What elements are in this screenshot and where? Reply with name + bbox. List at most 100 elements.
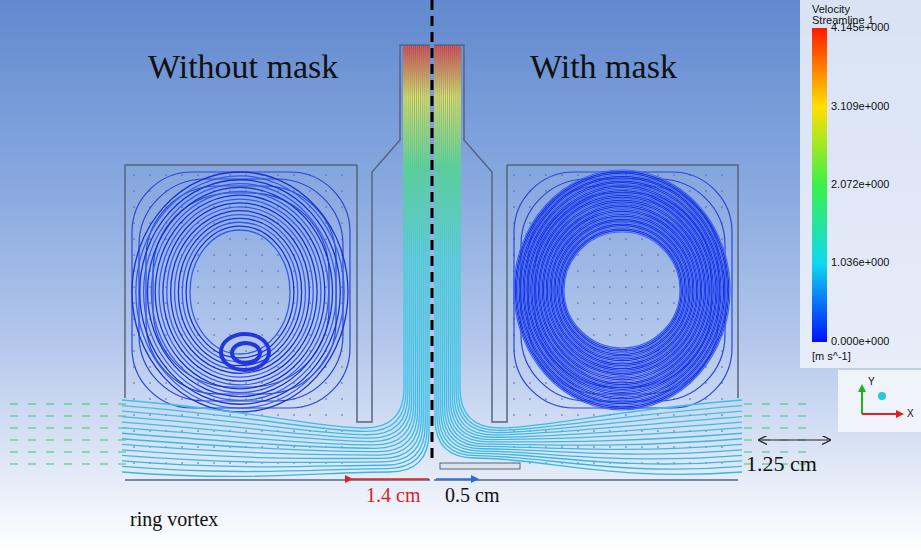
streamline	[517, 173, 728, 407]
vector-dot	[277, 286, 279, 288]
streamline	[558, 224, 687, 356]
streamline	[163, 203, 317, 381]
vector-dot	[561, 174, 563, 176]
streamline	[122, 45, 414, 445]
vector-dot	[545, 398, 547, 400]
streamline	[175, 215, 306, 370]
vector-dot	[133, 430, 135, 432]
streamline	[447, 45, 742, 445]
vector-dot	[657, 174, 659, 176]
streamline	[186, 226, 294, 358]
vector-dot	[577, 286, 579, 288]
streamline	[559, 226, 685, 355]
vector-dot	[689, 398, 691, 400]
vector-dot	[197, 382, 199, 384]
vector-dot	[277, 318, 279, 320]
vector-dot	[197, 302, 199, 304]
vector-dot	[197, 270, 199, 272]
streamline	[563, 230, 682, 349]
vector-dot	[261, 270, 263, 272]
vector-dot	[545, 190, 547, 192]
streamline	[136, 176, 344, 408]
streamline	[533, 194, 711, 386]
streamline	[536, 197, 708, 383]
vector-dot	[261, 238, 263, 240]
streamline	[456, 45, 742, 433]
vector-dot	[657, 318, 659, 320]
vector-dot	[261, 382, 263, 384]
vector-dot	[149, 302, 151, 304]
vector-dot	[705, 174, 707, 176]
vector-arrow	[780, 428, 788, 429]
right-box-wall	[507, 165, 738, 398]
vector-dot	[133, 302, 135, 304]
streamline	[435, 45, 742, 474]
vector-dot	[593, 462, 595, 464]
dimension-line	[759, 439, 830, 440]
vector-dot	[325, 382, 327, 384]
vector-arrow	[118, 404, 126, 405]
vector-arrow	[82, 428, 90, 429]
streamline	[560, 227, 684, 353]
vector-dot	[577, 318, 579, 320]
streamline	[159, 199, 321, 385]
vector-dot	[721, 366, 723, 368]
vector-dot	[229, 238, 231, 240]
vector-dot	[181, 174, 183, 176]
vector-dot	[577, 302, 579, 304]
vector-dot	[641, 238, 643, 240]
vector-dot	[213, 318, 215, 320]
vector-dot	[133, 254, 135, 256]
streamline	[232, 343, 260, 363]
vector-arrow	[46, 452, 54, 453]
streamline	[527, 186, 717, 394]
vector-dot	[213, 254, 215, 256]
vector-dot	[261, 398, 263, 400]
vector-dot	[513, 174, 515, 176]
vector-arrow	[100, 428, 108, 429]
streamline	[542, 205, 702, 375]
streamline	[443, 45, 742, 454]
vector-dot	[149, 174, 151, 176]
streamline	[437, 45, 742, 469]
vector-dot	[245, 350, 247, 352]
vector-arrow	[762, 428, 770, 429]
vector-dot	[625, 446, 627, 448]
streamline	[441, 45, 742, 459]
vector-dot	[513, 206, 515, 208]
vector-dot	[529, 174, 531, 176]
axis-label: X	[907, 408, 914, 419]
vector-arrow	[28, 452, 36, 453]
vector-dot	[513, 382, 515, 384]
streamline	[535, 195, 710, 384]
vector-dot	[577, 174, 579, 176]
vector-dot	[325, 302, 327, 304]
vector-dot	[657, 414, 659, 416]
vector-arrow	[82, 464, 90, 465]
vector-dot	[641, 318, 643, 320]
vector-arrow	[744, 404, 752, 405]
vector-dot	[277, 366, 279, 368]
vector-dot	[245, 302, 247, 304]
vector-dot	[625, 414, 627, 416]
vector-dot	[197, 462, 199, 464]
vector-dot	[609, 446, 611, 448]
vector-dot	[133, 222, 135, 224]
streamline	[531, 191, 714, 390]
vector-dot	[165, 398, 167, 400]
vector-dot	[657, 286, 659, 288]
color-bar	[812, 28, 827, 342]
vector-arrow	[82, 416, 90, 417]
streamline	[518, 175, 726, 405]
vector-dot	[213, 302, 215, 304]
vector-arrow	[46, 404, 54, 405]
streamline	[545, 208, 699, 372]
vector-dot	[261, 334, 263, 336]
vector-dot	[341, 382, 343, 384]
vector-dot	[609, 286, 611, 288]
vector-dot	[149, 366, 151, 368]
vector-dot	[721, 414, 723, 416]
vector-dot	[529, 206, 531, 208]
vector-arrow	[10, 464, 18, 465]
streamline	[122, 45, 410, 438]
